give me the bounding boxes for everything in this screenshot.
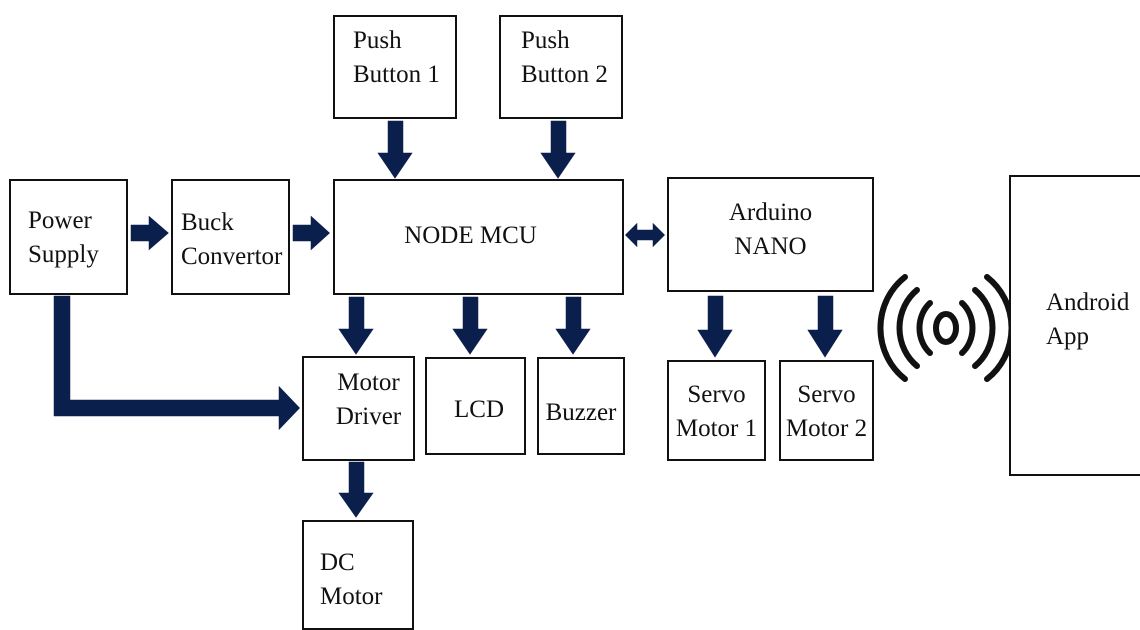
arrow-power-to-buck	[129, 212, 172, 254]
power-supply-label: Power Supply	[28, 204, 99, 272]
wireless-wave-left-2-icon	[896, 287, 920, 369]
android-app-label-line2: App	[1046, 323, 1090, 350]
push-button-1-block	[333, 15, 457, 119]
node-mcu-label: NODE MCU	[333, 219, 608, 253]
arduino-nano-label-line2: NANO	[734, 233, 807, 260]
servo-motor-2-block	[779, 360, 874, 461]
arrow-nodemcu-arduino-bidirectional	[622, 219, 668, 251]
buck-convertor-label-line2: Convertor	[181, 243, 283, 270]
arduino-nano-label-line1: Arduino	[728, 199, 813, 226]
buck-convertor-block	[171, 179, 290, 295]
arrow-nodemcu-to-lcd	[449, 295, 491, 358]
servo-motor-1-block	[667, 360, 766, 461]
push-button-2-label: Push Button 2	[521, 24, 608, 92]
motor-driver-label-line2: Driver	[335, 403, 402, 430]
dc-motor-label-line2: Motor	[320, 583, 383, 610]
push-button-1-label-line2: Button 1	[353, 61, 440, 88]
android-app-label-line1: Android	[1046, 289, 1130, 316]
lcd-label: LCD	[425, 393, 533, 427]
dc-motor-label: DC Motor	[320, 546, 383, 614]
lcd-block	[425, 357, 526, 455]
wireless-center-icon	[933, 311, 959, 345]
dc-motor-label-line1: DC	[320, 549, 355, 576]
arrow-nodemcu-to-motordriver	[335, 295, 377, 358]
push-button-2-label-line2: Button 2	[521, 61, 608, 88]
wireless-signal-icon	[877, 274, 1015, 382]
android-app-label: Android App	[1046, 286, 1129, 354]
buzzer-block	[537, 357, 625, 455]
motor-driver-label: Motor Driver	[312, 366, 425, 434]
wireless-wave-left-1-icon	[916, 300, 933, 356]
buck-convertor-label-line1: Buck	[181, 209, 234, 236]
arrow-pushbutton2-to-nodemcu	[537, 119, 579, 182]
buzzer-label: Buzzer	[537, 396, 625, 430]
arrow-power-to-motordriver	[52, 294, 303, 434]
arrow-motordriver-to-dcmotor	[335, 460, 377, 521]
servo-motor-1-label-line2: Motor 1	[675, 415, 758, 442]
servo-motor-2-label: Servo Motor 2	[779, 378, 874, 446]
arduino-nano-label: Arduino NANO	[667, 196, 874, 264]
push-button-1-label-line1: Push	[353, 27, 402, 54]
node-mcu-block	[333, 179, 624, 295]
node-mcu-label-text: NODE MCU	[404, 222, 537, 249]
power-supply-label-line1: Power	[28, 207, 92, 234]
motor-driver-block	[302, 356, 415, 461]
arrow-nodemcu-to-buzzer	[552, 295, 594, 358]
servo-motor-1-label-line1: Servo	[687, 381, 746, 408]
motor-driver-label-line1: Motor	[337, 369, 400, 396]
push-button-2-label-line1: Push	[521, 27, 570, 54]
lcd-label-text: LCD	[454, 396, 504, 423]
arrow-arduino-to-servo2	[804, 294, 846, 361]
arrow-pushbutton1-to-nodemcu	[374, 119, 416, 182]
arduino-nano-block	[667, 177, 874, 292]
power-supply-label-line2: Supply	[28, 241, 99, 268]
android-app-block	[1009, 175, 1140, 476]
servo-motor-2-label-line2: Motor 2	[785, 415, 868, 442]
wireless-wave-right-1-icon	[959, 300, 976, 356]
wireless-wave-right-2-icon	[972, 287, 996, 369]
push-button-2-block	[499, 15, 623, 119]
power-supply-block	[9, 179, 128, 295]
push-button-1-label: Push Button 1	[353, 24, 440, 92]
buck-convertor-label: Buck Convertor	[181, 206, 282, 274]
servo-motor-2-label-line1: Servo	[797, 381, 856, 408]
arrow-buck-to-nodemcu	[291, 212, 333, 254]
dc-motor-block	[302, 520, 414, 630]
buzzer-label-text: Buzzer	[545, 399, 617, 426]
arrow-arduino-to-servo1	[694, 294, 736, 361]
servo-motor-1-label: Servo Motor 1	[667, 378, 766, 446]
wireless-wave-left-3-icon	[877, 274, 908, 382]
